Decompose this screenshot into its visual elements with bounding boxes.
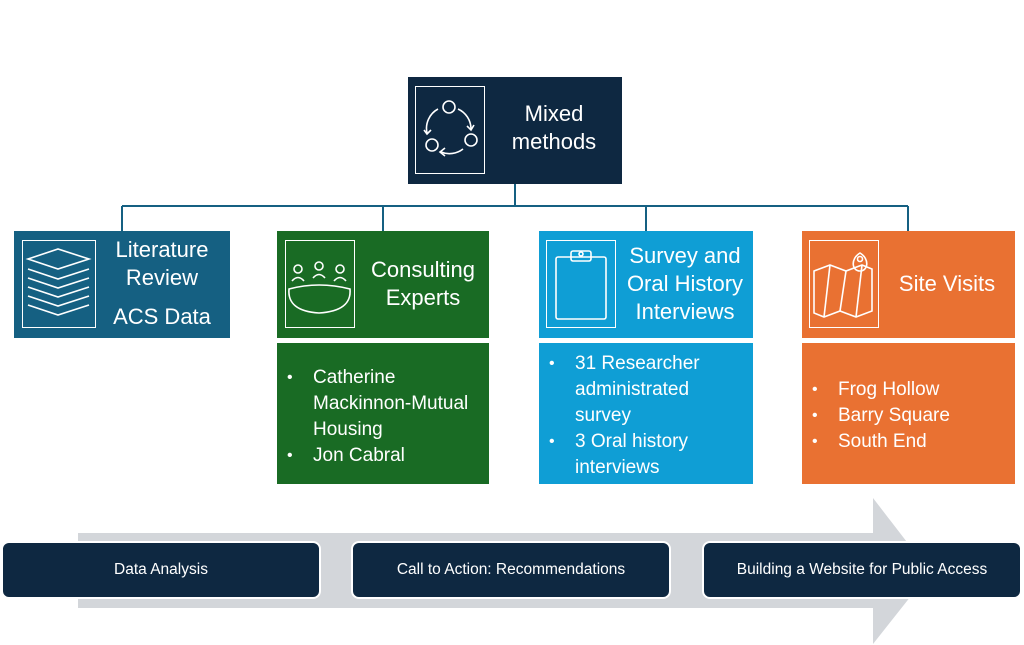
root-label: Mixed methods — [490, 100, 618, 156]
clipboard-icon — [546, 240, 616, 328]
survey-interviews-list: 31 Researcher administrated survey 3 Ora… — [539, 343, 753, 484]
step-call-to-action: Call to Action: Recommendations — [351, 541, 671, 599]
branch-site-visits — [802, 231, 1015, 338]
root-node-mixed-methods — [408, 77, 622, 184]
stacked-layers-icon — [22, 240, 96, 328]
list-item: Barry Square — [812, 403, 1005, 429]
survey-interviews-label: Survey and Oral History Interviews — [618, 242, 752, 326]
survey-label-line-1: Survey and — [629, 243, 741, 268]
site-visits-label: Site Visits — [898, 271, 996, 296]
consulting-experts-label: Consulting Experts — [360, 256, 486, 312]
site-visits-list: Frog Hollow Barry Square South End — [802, 343, 1015, 484]
branch-survey-interviews — [539, 231, 753, 338]
root-label-line-1: Mixed — [524, 101, 584, 126]
meeting-table-icon — [285, 240, 355, 328]
step-data-analysis: Data Analysis — [1, 541, 321, 599]
root-label-line-2: methods — [511, 129, 597, 154]
consulting-label-line-2: Experts — [385, 285, 461, 310]
cycle-arrows-icon — [415, 86, 485, 174]
list-item: Frog Hollow — [812, 377, 1005, 403]
list-item: South End — [812, 429, 1005, 455]
list-item: 31 Researcher administrated survey — [549, 351, 743, 429]
acs-data-label: ACS Data — [113, 304, 211, 329]
consulting-experts-list: Catherine Mackinnon-Mutual Housing Jon C… — [277, 343, 489, 484]
list-item: Jon Cabral — [287, 443, 479, 469]
list-item: Catherine Mackinnon-Mutual Housing — [287, 365, 479, 443]
literature-review-label: Literature Review — [104, 236, 220, 292]
survey-label-line-2: Oral History — [626, 271, 744, 296]
map-pin-icon — [809, 240, 879, 328]
survey-label-line-3: Interviews — [635, 299, 735, 324]
literature-label-line-2: Review — [125, 265, 199, 290]
consulting-label-line-1: Consulting — [371, 257, 475, 282]
list-item: 3 Oral history interviews — [549, 429, 743, 481]
literature-label-line-1: Literature — [115, 237, 209, 262]
step-building-website: Building a Website for Public Access — [702, 541, 1022, 599]
